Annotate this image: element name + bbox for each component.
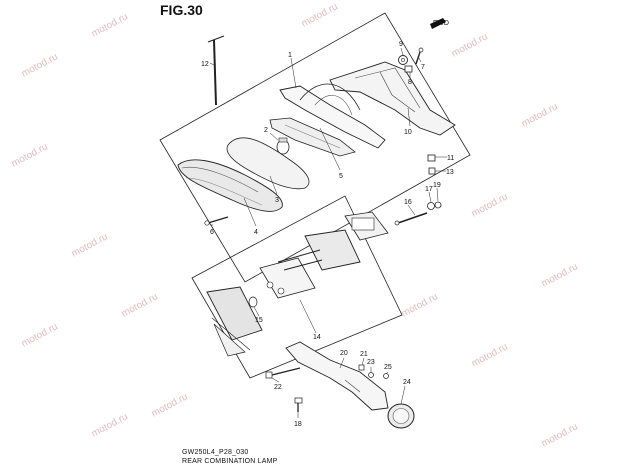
- part-7-bolt: [415, 47, 424, 65]
- footer-caption: REAR COMBINATION LAMP: [182, 458, 278, 465]
- part-5-reflector: [269, 117, 356, 157]
- callout-13: 13: [446, 169, 454, 176]
- callout-9: 9: [399, 41, 403, 48]
- callout-14: 14: [313, 334, 321, 341]
- part-2-bulb: [276, 137, 290, 155]
- part-19-nut: [434, 201, 442, 209]
- callout-15: 15: [255, 317, 263, 324]
- callout-17: 17: [425, 186, 433, 193]
- callout-labels: 1 2 3 4 5 6 7 8 9 10 11 12 13 14 15 16 1…: [201, 41, 454, 428]
- part-16-stud: [394, 212, 428, 226]
- part-24-reflector: [387, 403, 415, 429]
- callout-2: 2: [264, 127, 268, 134]
- callout-6: 6: [210, 229, 214, 236]
- part-3-gasket: [226, 137, 310, 190]
- footer-code: GW250L4_P28_030: [182, 449, 249, 456]
- part-21-nut: [358, 364, 365, 371]
- callout-24: 24: [403, 379, 411, 386]
- callout-1: 1: [288, 52, 292, 59]
- callout-23: 23: [367, 359, 375, 366]
- callout-22: 22: [274, 384, 282, 391]
- part-10-mounting-bracket: [329, 61, 456, 136]
- callout-5: 5: [339, 173, 343, 180]
- part-12-clip-rod: [207, 35, 225, 106]
- callout-18: 18: [294, 421, 302, 428]
- part-9-washer: [398, 55, 408, 65]
- part-license-lamp-housing: [259, 211, 389, 299]
- fwd-arrow-icon: FWD: [430, 18, 449, 29]
- callout-16: 16: [404, 199, 412, 206]
- part-1-lamp-housing: [279, 83, 386, 149]
- part-6-screw: [204, 216, 229, 226]
- callout-12: 12: [201, 61, 209, 68]
- callout-7: 7: [421, 64, 425, 71]
- part-17-washer: [427, 202, 435, 210]
- leader-lines: [209, 47, 447, 418]
- upper-assembly-frame: [159, 12, 471, 283]
- callout-21: 21: [360, 351, 368, 358]
- fwd-label: FWD: [433, 20, 449, 27]
- part-25-nut: [383, 373, 389, 379]
- part-13-clip: [428, 167, 436, 175]
- part-11-clip: [427, 154, 436, 162]
- part-20-license-bracket: [285, 341, 389, 411]
- callout-10: 10: [404, 129, 412, 136]
- part-license-lamp-lens: [206, 286, 263, 357]
- part-22-bolt: [265, 367, 301, 379]
- callout-20: 20: [340, 350, 348, 357]
- part-8-nut: [404, 65, 413, 73]
- part-15-bulb: [248, 296, 258, 308]
- figure-title: FIG.30: [160, 2, 203, 18]
- part-23-washer: [368, 372, 374, 378]
- footer: GW250L4_P28_030 REAR COMBINATION LAMP: [182, 448, 277, 466]
- callout-25: 25: [384, 364, 392, 371]
- callout-11: 11: [447, 155, 454, 162]
- part-18-screw: [294, 397, 303, 412]
- callout-4: 4: [254, 229, 258, 236]
- callout-8: 8: [408, 79, 412, 86]
- part-4-lens: [177, 159, 283, 212]
- callout-19: 19: [433, 182, 441, 189]
- callout-3: 3: [275, 197, 279, 204]
